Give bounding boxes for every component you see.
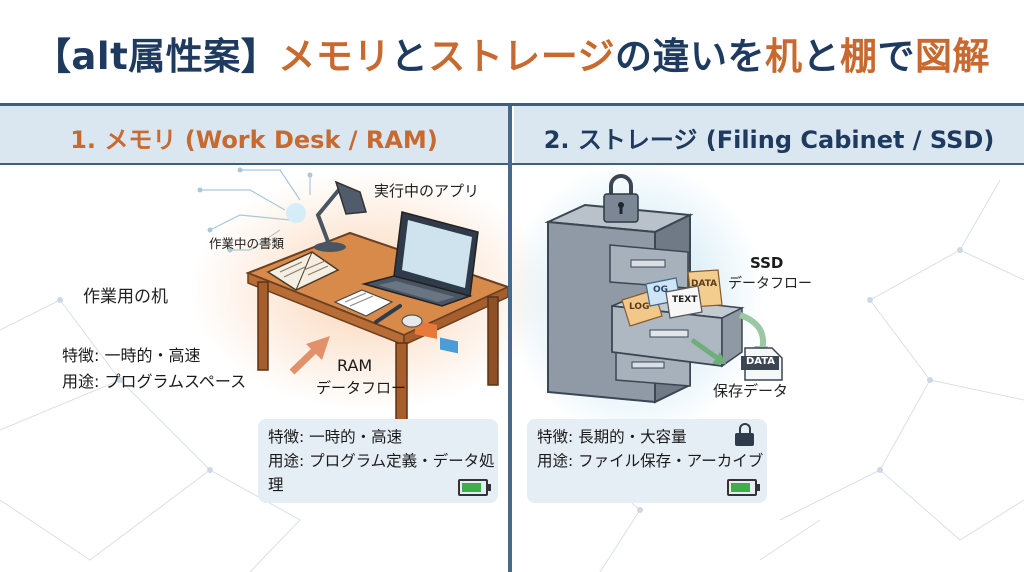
storage-info-box: 特徴: 長期的・大容量 用途: ファイル保存・アーカイブ xyxy=(527,419,767,503)
title-text-8: 棚 xyxy=(840,35,878,78)
title-text-7: と xyxy=(802,35,841,78)
storage-header-band xyxy=(514,106,1024,164)
title-text-4: ストレージ xyxy=(428,35,616,78)
laptop-icon xyxy=(361,211,479,354)
header-rule xyxy=(0,163,1024,165)
ram-arrow-icon xyxy=(289,336,330,375)
open-book-icon xyxy=(266,251,340,291)
file-text-icon xyxy=(665,285,703,319)
ram-flow-label-1: RAM xyxy=(337,356,373,375)
memory-box-usage: 用途: プログラム定義・データ処理 xyxy=(268,452,495,494)
memory-heading: 1. メモリ (Work Desk / RAM) xyxy=(70,126,438,154)
file-text-label: TEXT xyxy=(672,295,698,305)
file-og-label: OG xyxy=(653,285,669,295)
battery-icon xyxy=(458,479,491,496)
title-text-1: 【alt属性案】 xyxy=(33,35,279,78)
memory-box-feature: 特徴: 一時的・高速 xyxy=(268,428,403,446)
ram-flow-label-2: データフロー xyxy=(316,379,407,397)
title-bar: 【alt属性案】メモリとストレージの違いを机と棚で図解 xyxy=(0,0,1024,103)
file-data-label: DATA xyxy=(691,279,718,289)
docs-label: 作業中の書類 xyxy=(209,236,285,251)
file-log-label: LOG xyxy=(629,302,650,312)
storage-heading: 2. ストレージ (Filing Cabinet / SSD) xyxy=(543,126,995,154)
save-label: 保存データ xyxy=(713,382,789,400)
memory-info-box: 特徴: 一時的・高速 用途: プログラム定義・データ処理 xyxy=(258,419,498,503)
saved-data-icon xyxy=(741,347,783,381)
title-text-9: で xyxy=(877,35,916,78)
ssd-flow-label-1: SSD xyxy=(750,254,784,272)
storage-box-feature: 特徴: 長期的・大容量 xyxy=(537,428,687,446)
lock-icon xyxy=(735,423,755,447)
pen-icon xyxy=(374,304,402,324)
storage-box-usage: 用途: ファイル保存・アーカイブ xyxy=(537,452,764,470)
title-text-5: の違いを xyxy=(615,35,766,78)
lamp-icon xyxy=(286,180,367,252)
apps-label: 実行中のアプリ xyxy=(374,182,480,200)
battery-icon-storage xyxy=(727,479,760,496)
ssd-flow-label-2: データフロー xyxy=(728,276,812,292)
saved-data-label: DATA xyxy=(746,356,776,367)
title-text-3: と xyxy=(390,35,429,78)
left-feature: 特徴: 一時的・高速 xyxy=(62,346,201,365)
left-usage: 用途: プログラムスペース xyxy=(62,372,247,391)
section-divider xyxy=(508,106,512,572)
network-nodes xyxy=(57,247,963,513)
desk-label: 作業用の机 xyxy=(83,287,168,307)
mouse-icon xyxy=(401,314,423,328)
padlock-icon xyxy=(603,174,639,223)
memory-header-band xyxy=(0,106,508,164)
top-rule xyxy=(0,103,1024,106)
title-text-10: 図解 xyxy=(915,35,991,78)
papers-icon xyxy=(333,289,394,317)
page-title: 【alt属性案】メモリとストレージの違いを机と棚で図解 xyxy=(0,26,1024,80)
title-text-6: 机 xyxy=(765,35,803,78)
title-text-2: メモリ xyxy=(278,35,391,78)
